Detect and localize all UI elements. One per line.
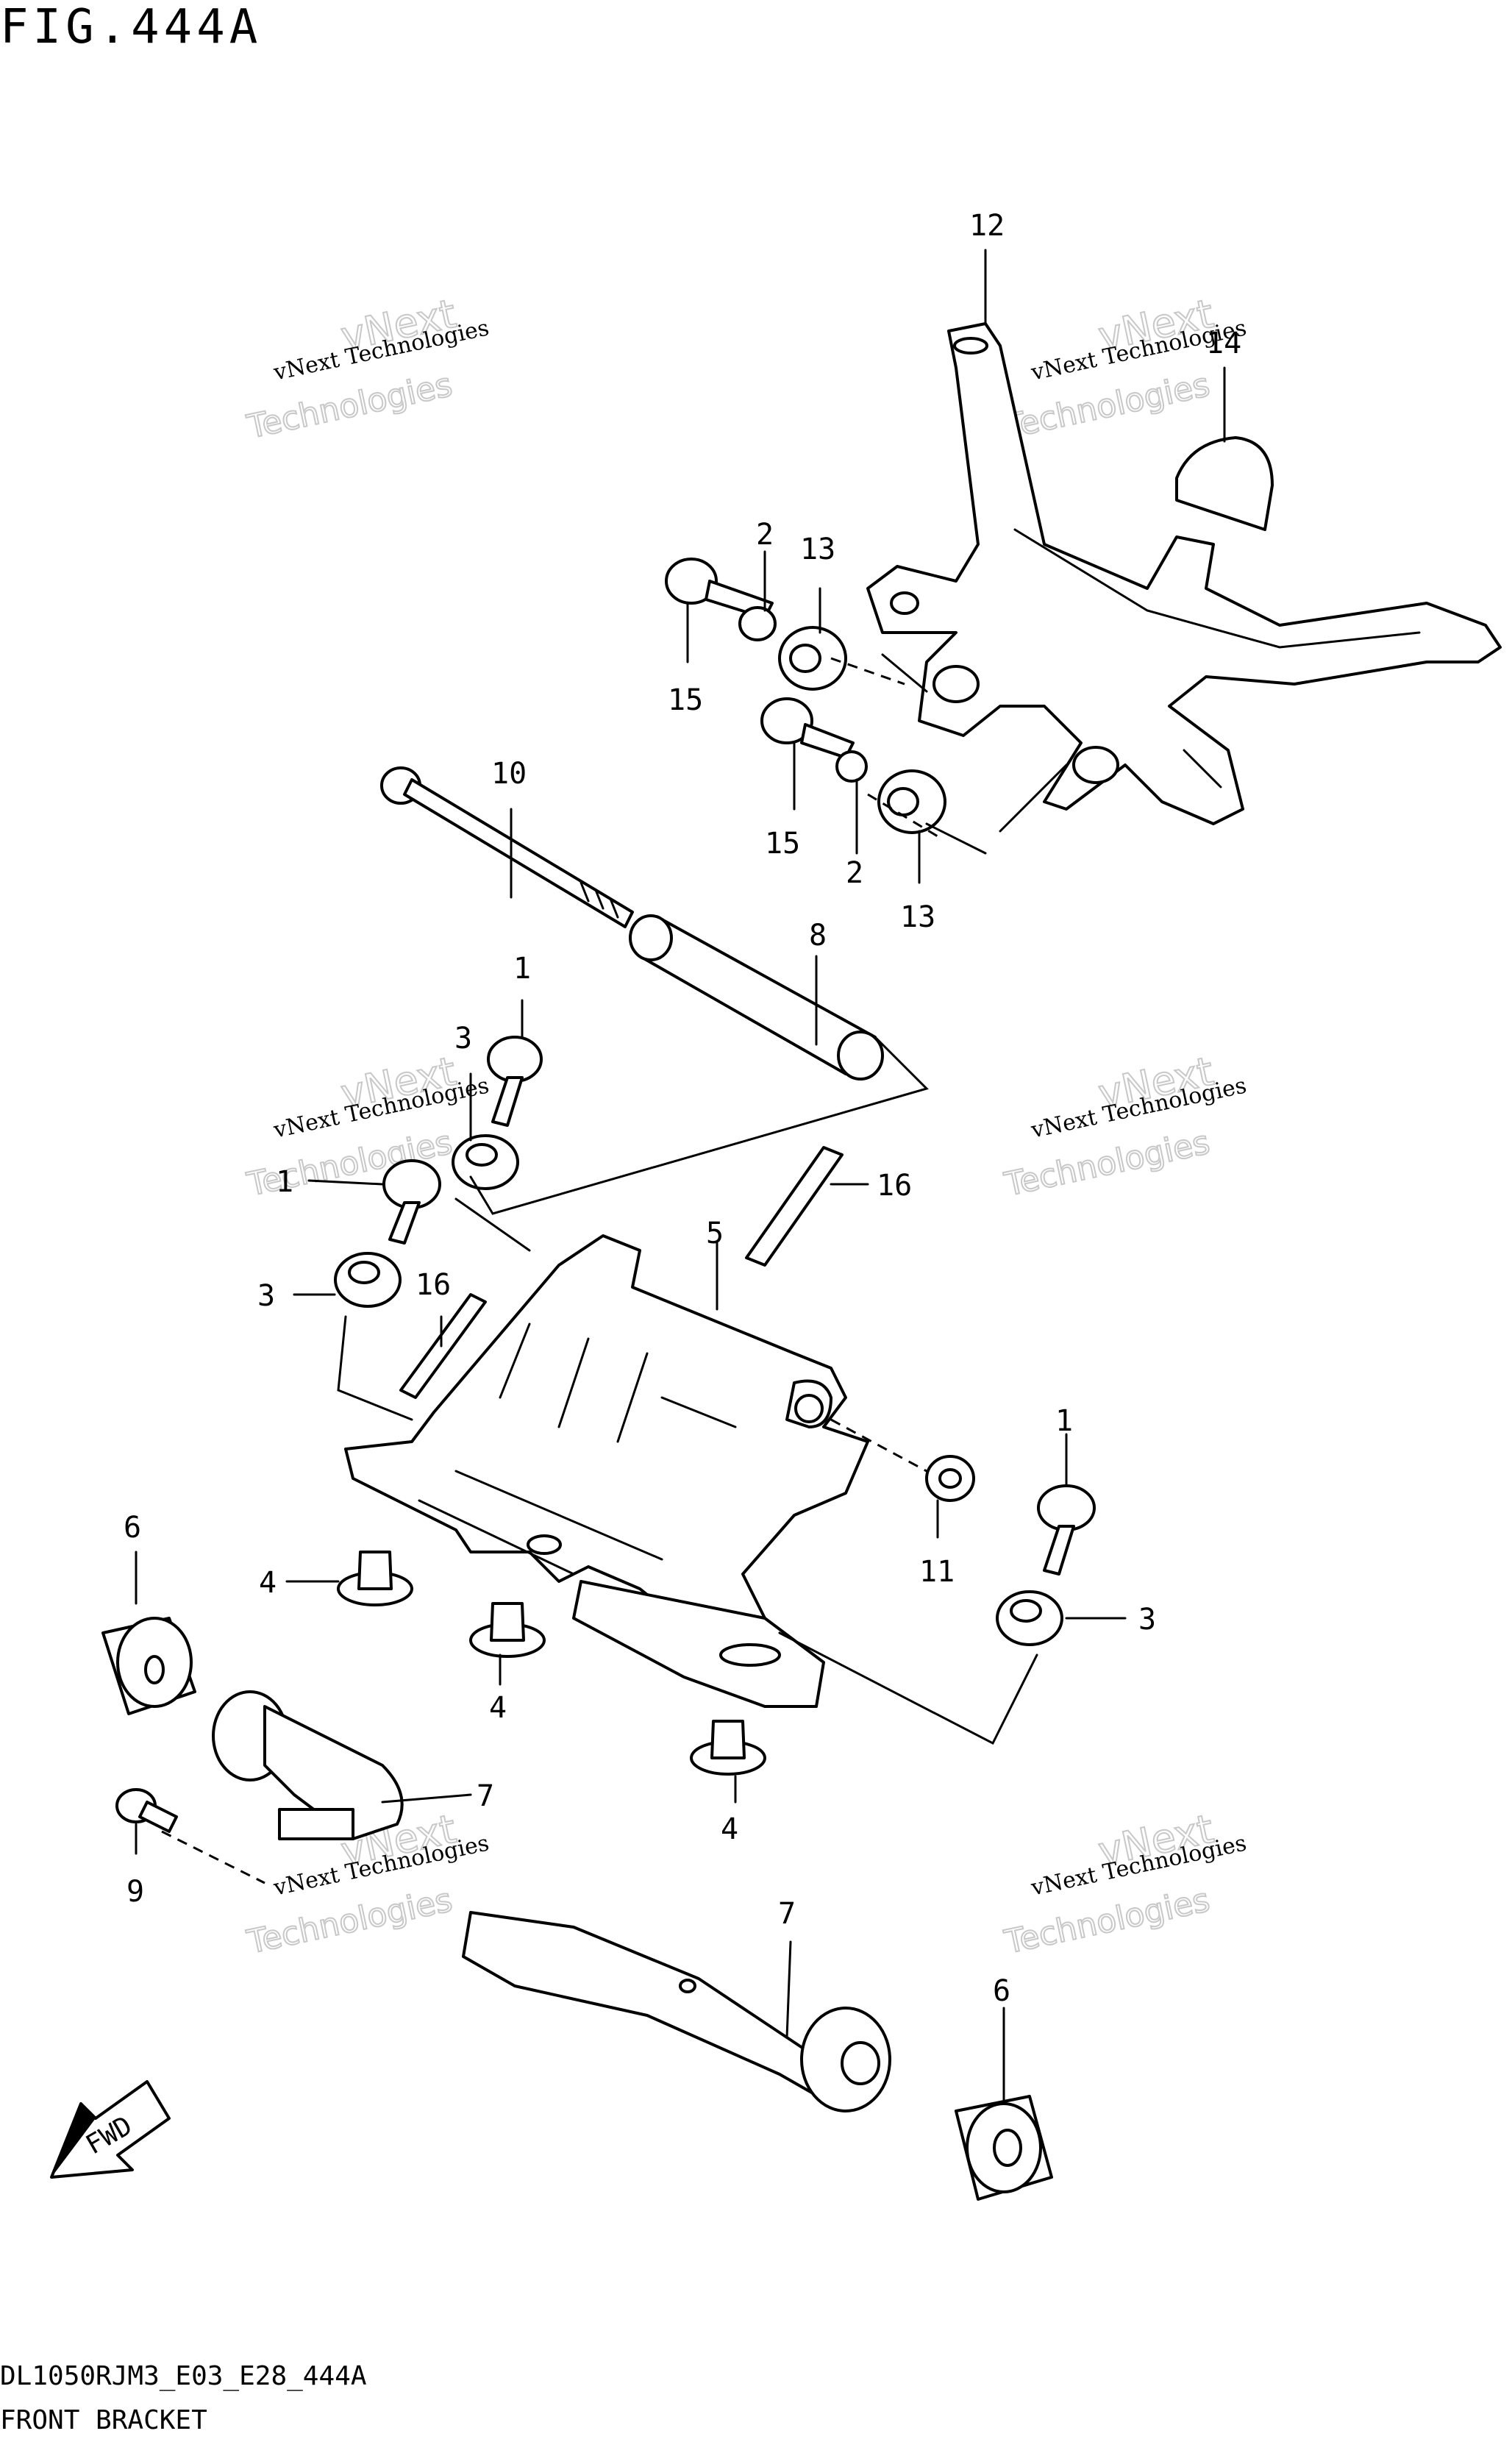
callout-4-center: 4 [489, 1691, 507, 1725]
callout-6-left: 6 [124, 1511, 141, 1545]
grommet-part-3-upper [452, 1134, 519, 1190]
callout-3-right: 3 [1138, 1603, 1156, 1637]
bolt-part-1-right [1037, 1484, 1096, 1576]
callout-16-left: 16 [416, 1268, 451, 1302]
section-name: FRONT BRACKET [0, 2405, 207, 2435]
watermark-bottom-right: vNext Technologies vNext Technologies [1000, 1805, 1249, 1962]
callout-4-left: 4 [259, 1566, 277, 1600]
nut-part-11 [925, 1455, 975, 1502]
callout-13-lower: 13 [900, 900, 935, 934]
bolt-part-15-lower [760, 697, 855, 759]
callout-15-upper: 15 [668, 683, 703, 717]
callout-10: 10 [491, 757, 527, 791]
grommet-part-3-right [996, 1590, 1063, 1646]
callout-8: 8 [809, 919, 827, 953]
grommet-part-13-upper [778, 626, 847, 691]
upper-bracket-part-12 [866, 322, 1502, 825]
damper-part-6-left [101, 1617, 196, 1715]
callout-7-lower: 7 [778, 1897, 796, 1931]
rod-part-16-left [399, 1293, 487, 1399]
callout-1-middle: 1 [276, 1165, 293, 1199]
callout-16-right: 16 [877, 1169, 912, 1203]
grommet-part-3-left [334, 1252, 402, 1308]
collar-part-4-lower [690, 1720, 766, 1776]
callout-14: 14 [1206, 327, 1241, 360]
bolt-part-9 [115, 1788, 178, 1833]
collar-part-2-lower [835, 750, 868, 783]
bolt-part-1-middle [382, 1159, 441, 1245]
figure-title: FIG.444A [0, 0, 263, 54]
callout-13-upper: 13 [800, 533, 835, 566]
callout-6-right: 6 [993, 1974, 1010, 2008]
rod-part-16-right [745, 1146, 844, 1267]
watermark-middle-right: vNext Technologies vNext Technologies [1000, 1047, 1249, 1205]
callout-2-upper: 2 [756, 518, 774, 552]
damper-part-6-right [955, 2095, 1053, 2201]
assembly-lines [135, 249, 1226, 2105]
main-bracket-part-5 [344, 1234, 869, 1708]
callout-5: 5 [706, 1217, 724, 1250]
callout-12: 12 [969, 209, 1005, 243]
cap-part-14 [1175, 436, 1274, 531]
callout-3-upper: 3 [454, 1022, 472, 1056]
collar-part-4-center [469, 1602, 546, 1658]
watermark-top-left: vNext Technologies vNext Technologies [243, 290, 491, 447]
pipe-part-8 [629, 914, 884, 1081]
collar-part-4-left [337, 1551, 413, 1606]
callout-1-right: 1 [1055, 1404, 1073, 1438]
long-bolt-part-10 [380, 766, 634, 928]
fwd-direction-badge: FWD [50, 2080, 171, 2179]
callout-15-lower: 15 [765, 827, 800, 861]
callout-9: 9 [126, 1875, 144, 1909]
bolt-part-1-upper [487, 1036, 543, 1127]
callout-2-lower: 2 [846, 856, 863, 890]
callout-4-lower: 4 [721, 1812, 738, 1846]
callout-11: 11 [919, 1555, 955, 1589]
grommet-part-13-lower [877, 769, 946, 834]
watermark-top-right: vNext Technologies vNext Technologies [1000, 290, 1249, 447]
model-code: DL1050RJM3_E03_E28_444A [0, 2361, 367, 2391]
callout-7-upper: 7 [477, 1779, 494, 1813]
collar-part-2-upper [738, 606, 777, 641]
callout-3-left: 3 [257, 1279, 275, 1313]
callout-1-upper: 1 [513, 952, 531, 986]
footrest-arm-part-7-lower [462, 1911, 891, 2112]
callout-labels: 12 14 2 13 15 10 15 2 13 8 1 3 1 16 5 3 … [124, 209, 1241, 2008]
footrest-arm-part-7-upper [212, 1690, 404, 1840]
